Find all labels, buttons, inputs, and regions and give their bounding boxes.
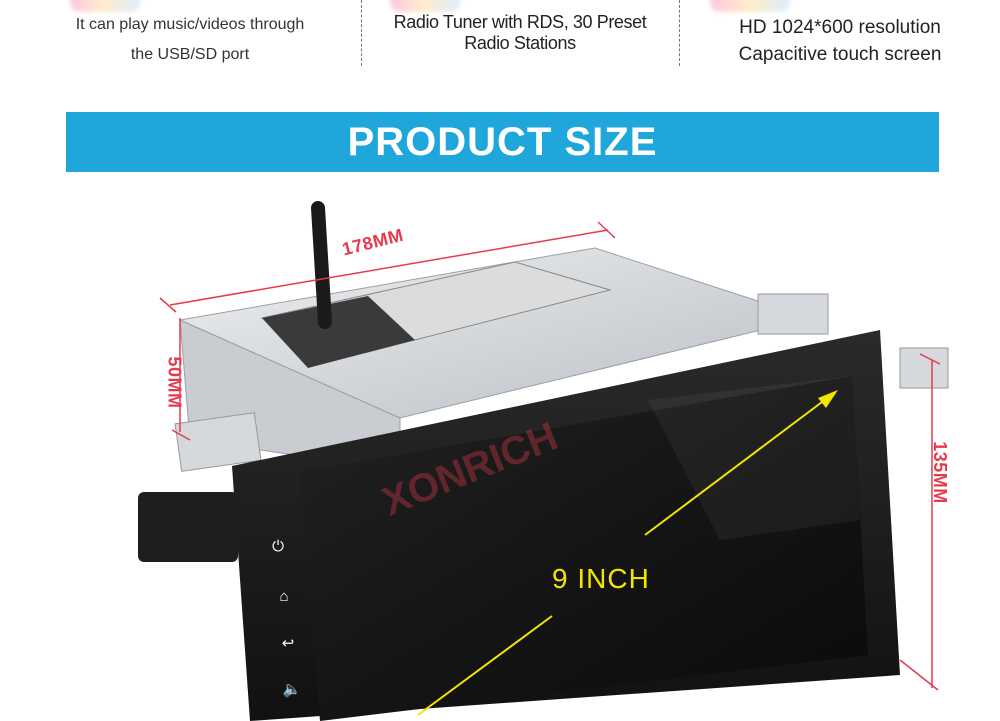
power-icon[interactable]: ⏻ <box>272 538 284 555</box>
feature-decoration <box>70 0 140 12</box>
feature-decoration <box>710 0 790 12</box>
product-size-banner: PRODUCT SIZE <box>66 112 939 172</box>
feature-text-line1: Radio Tuner with RDS, 30 Preset <box>393 12 647 32</box>
feature-text-line1: HD 1024*600 resolution <box>739 17 941 38</box>
width-dimension-tick-left <box>159 297 177 313</box>
screen <box>300 376 868 721</box>
screen-height-tick-top <box>919 353 941 365</box>
feature-hd-screen: HD 1024*600 resolution Capacitive touch … <box>682 0 998 100</box>
volume-icon[interactable]: 🔈 <box>282 681 302 698</box>
bracket-right-top <box>757 293 829 335</box>
feature-text-line1: It can play music/videos through <box>75 16 305 33</box>
feature-text-line2: Capacitive touch screen <box>738 44 942 65</box>
diagonal-size-label: 9 INCH <box>552 563 650 594</box>
screen-shine <box>648 376 860 540</box>
feature-text-line2: the USB/SD port <box>130 46 250 63</box>
width-dimension-tick-right <box>597 221 616 239</box>
diagonal-line-upper <box>644 395 831 536</box>
feature-text-line2: Radio Stations <box>464 33 576 53</box>
height-label: 50MM <box>164 356 185 409</box>
height-dimension-tick-bottom <box>171 429 191 441</box>
features-row: It can play music/videos through the USB… <box>0 0 1000 100</box>
label-sticker-dark <box>262 296 415 368</box>
feature-decoration <box>390 0 460 12</box>
screen-height-tick-bottom <box>899 659 939 691</box>
diagonal-arrowhead-upper <box>818 390 838 408</box>
bracket-black-left <box>138 492 238 562</box>
screen-height-label: 135MM <box>929 441 950 504</box>
divider <box>679 0 680 66</box>
home-icon[interactable]: ⌂ <box>279 588 289 605</box>
bracket-right <box>899 347 949 389</box>
feature-radio-tuner: Radio Tuner with RDS, 30 Preset Radio St… <box>364 0 676 100</box>
antenna <box>311 201 332 329</box>
bracket-left <box>174 412 262 472</box>
divider <box>361 0 362 66</box>
feature-usb-sd: It can play music/videos through the USB… <box>20 0 360 100</box>
back-icon[interactable]: ↩ <box>281 635 295 652</box>
banner-title: PRODUCT SIZE <box>347 120 658 164</box>
width-dimension-line <box>169 229 609 306</box>
diagonal-line-lower <box>417 615 553 716</box>
